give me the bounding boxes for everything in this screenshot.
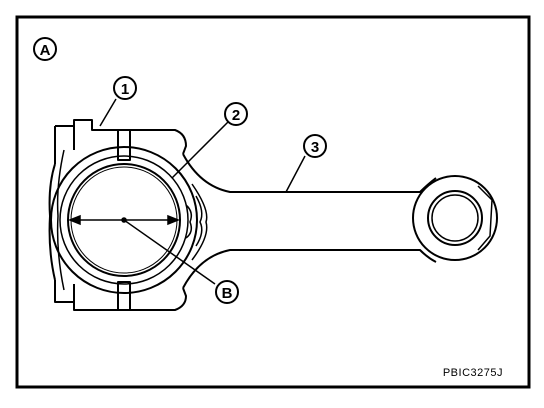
callout-2-text: 2: [232, 107, 240, 124]
leader-2: [171, 121, 229, 179]
figure-code: PBIC3275J: [443, 367, 503, 379]
callout-b: B: [215, 280, 239, 304]
connecting-rod: [48, 119, 498, 311]
bearing-insert: [59, 155, 189, 285]
leader-lines: [99, 98, 306, 285]
callout-b-text: B: [222, 285, 233, 302]
lower-bolt-boss: [54, 280, 187, 311]
small-end-outer: [412, 175, 498, 261]
view-label-a: A: [33, 37, 57, 61]
leader-b: [123, 219, 216, 285]
callout-1-text: 1: [121, 81, 129, 98]
small-end-bore: [427, 190, 483, 246]
callout-1: 1: [113, 76, 137, 100]
upper-bolt-boss: [55, 119, 187, 155]
leader-1: [99, 98, 117, 127]
callout-3: 3: [303, 134, 327, 158]
view-label-a-text: A: [40, 42, 51, 59]
rod-shank-upper-edge: [182, 153, 437, 193]
callout-2: 2: [224, 102, 248, 126]
bearing-outer-ring: [50, 146, 198, 294]
rod-shank-lower-edge: [182, 249, 437, 289]
top-oil-notch: [117, 130, 131, 161]
leader-3: [285, 155, 306, 193]
callout-3-text: 3: [311, 139, 319, 156]
bottom-oil-notch: [117, 281, 131, 310]
figure-frame: [15, 15, 531, 389]
